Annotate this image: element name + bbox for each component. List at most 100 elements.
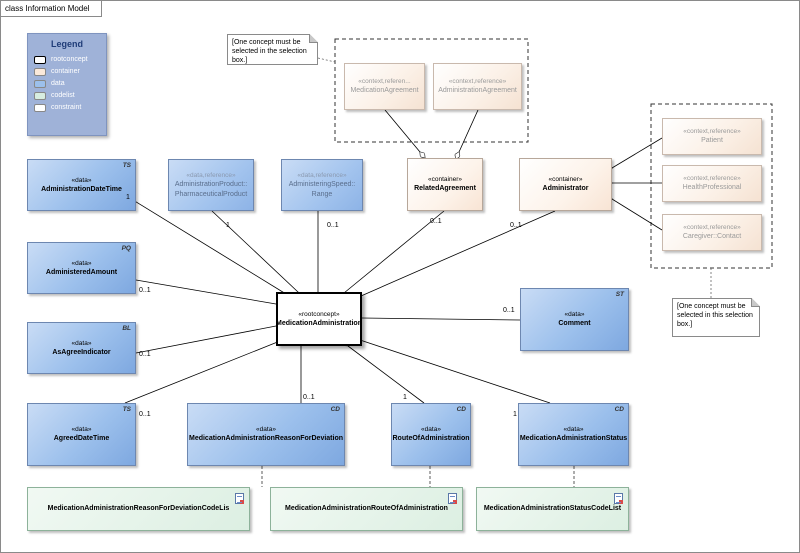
class-administration-product[interactable]: «data,reference» AdministrationProduct::… <box>168 159 254 211</box>
stereotype: «data» <box>71 176 92 184</box>
link-administration-agreement <box>459 109 479 152</box>
codelist-administration-status[interactable]: MedicationAdministrationStatusCodeList <box>476 487 629 531</box>
legend-item-constraint: constraint <box>34 102 106 113</box>
class-name: HealthProfessional <box>682 184 742 191</box>
codelist-name: MedicationAdministrationReasonForDeviati… <box>47 505 230 512</box>
class-name: MedicationAgreement <box>350 87 419 94</box>
link-administration-status <box>352 336 551 404</box>
class-administered-amount[interactable]: PQ «data» AdministeredAmount <box>27 242 136 294</box>
legend-swatch-data <box>34 79 46 88</box>
stereotype: «context,referen... <box>358 78 411 85</box>
codelist-name: MedicationAdministrationStatusCodeList <box>483 505 622 512</box>
mult-administering-speed: 0..1 <box>327 222 339 229</box>
link-related-agreement <box>337 210 445 299</box>
class-name: RelatedAgreement <box>414 185 476 192</box>
mult-administration-product: 1 <box>226 222 230 229</box>
mult-agreed-date-time: 0..1 <box>139 411 151 418</box>
stereotype: «context,reference» <box>683 175 741 182</box>
link-caregiver <box>612 199 663 231</box>
class-name: AdministrationDateTime <box>41 185 122 193</box>
link-patient <box>612 137 663 168</box>
class-administering-speed[interactable]: «data,reference» AdministeringSpeed:: Ra… <box>281 159 363 211</box>
stereotype: «context,reference» <box>683 128 741 135</box>
class-name: RouteOfAdministration <box>392 435 470 442</box>
class-reason-for-deviation[interactable]: CD «data» MedicationAdministrationReason… <box>187 403 345 466</box>
class-name: Comment <box>558 320 591 327</box>
datatype-tag: BL <box>122 325 131 332</box>
codelist-reason-for-deviation[interactable]: MedicationAdministrationReasonForDeviati… <box>27 487 250 531</box>
administrator-selection-box <box>650 103 773 269</box>
stereotype: «data,reference» <box>297 171 347 179</box>
class-caregiver[interactable]: «context,reference» Caregiver::Contact <box>662 214 762 251</box>
class-health-professional[interactable]: «context,reference» HealthProfessional <box>662 165 762 202</box>
legend-item-codelist: codelist <box>34 90 106 101</box>
datatype-tag: CD <box>330 406 340 413</box>
link-medication-agreement <box>384 109 420 152</box>
class-name: AdministeringSpeed:: Range <box>288 180 356 198</box>
legend-swatch-constraint <box>34 103 46 112</box>
stereotype: «data» <box>564 311 585 318</box>
class-administration-agreement[interactable]: «context,reference» AdministrationAgreem… <box>433 63 522 110</box>
link-as-agree-indicator <box>135 322 284 354</box>
stereotype: «container» <box>548 176 583 183</box>
stereotype: «context,reference» <box>448 78 507 85</box>
class-agreed-date-time[interactable]: TS «data» AgreedDateTime <box>27 403 136 466</box>
legend-item-data: data <box>34 78 106 89</box>
link-route-of-administration <box>341 341 425 404</box>
mult-comment: 0..1 <box>503 307 515 314</box>
link-administration-date-time <box>119 191 293 299</box>
agreement-selection-note: [One concept must be selected in the sel… <box>227 34 318 65</box>
stereotype: «data» <box>563 426 584 433</box>
mult-administered-amount: 0..1 <box>139 287 151 294</box>
stereotype: «rootconcept» <box>298 310 340 318</box>
mult-related-agreement: 0..1 <box>430 218 442 225</box>
legend-item-rootconcept: rootconcept <box>34 54 106 65</box>
stereotype: «data» <box>71 426 92 433</box>
class-name: Administrator <box>542 185 589 192</box>
class-name: AdministeredAmount <box>45 268 118 276</box>
mult-administrator: 0..1 <box>510 222 522 229</box>
class-name: Patient <box>701 137 723 144</box>
class-administration-status[interactable]: CD «data» MedicationAdministrationStatus <box>518 403 629 466</box>
codelist-icon <box>235 493 244 504</box>
mult-reason-for-deviation: 0..1 <box>303 394 315 401</box>
class-name: Caregiver::Contact <box>682 233 742 240</box>
class-medication-administration[interactable]: «rootconcept» MedicationAdministration <box>276 292 362 346</box>
class-name: MedicationAdministrationReasonForDeviati… <box>188 435 344 442</box>
stereotype: «data,reference» <box>186 171 236 179</box>
class-administration-date-time[interactable]: TS «data» AdministrationDateTime <box>27 159 136 211</box>
class-administrator[interactable]: «container» Administrator <box>519 158 612 211</box>
legend: Legend rootconcept container data codeli… <box>27 33 107 136</box>
diagram-title: class Information Model <box>1 1 102 17</box>
agreement-note-link <box>317 57 336 63</box>
class-as-agree-indicator[interactable]: BL «data» AsAgreeIndicator <box>27 322 136 374</box>
codelist-icon <box>614 493 623 504</box>
class-patient[interactable]: «context,reference» Patient <box>662 118 762 155</box>
legend-swatch-codelist <box>34 91 46 100</box>
class-name: MedicationAdministrationStatus <box>519 435 628 442</box>
class-medication-agreement[interactable]: «context,referen... MedicationAgreement <box>344 63 425 110</box>
codelist-route-of-administration[interactable]: MedicationAdministrationRouteOfAdministr… <box>270 487 463 531</box>
legend-title: Legend <box>50 39 83 49</box>
stereotype: «data» <box>71 259 92 267</box>
link-administrator <box>353 210 556 301</box>
link-administration-product <box>211 210 304 298</box>
stereotype: «context,reference» <box>683 224 741 231</box>
stereotype: «data» <box>71 339 92 347</box>
codelist-name: MedicationAdministrationRouteOfAdministr… <box>285 505 448 512</box>
datatype-tag: TS <box>122 406 131 413</box>
class-name: MedicationAdministration <box>276 319 362 327</box>
link-administered-amount <box>135 279 284 308</box>
class-comment[interactable]: ST «data» Comment <box>520 288 629 351</box>
class-related-agreement[interactable]: «container» RelatedAgreement <box>407 158 483 211</box>
link-comment <box>353 315 521 321</box>
class-route-of-administration[interactable]: CD «data» RouteOfAdministration <box>391 403 471 466</box>
datatype-tag: CD <box>614 406 624 413</box>
administrator-selection-note: [One concept must be selected in this se… <box>672 298 760 337</box>
agreement-selection-box <box>334 38 529 143</box>
mult-route-of-administration: 1 <box>403 394 407 401</box>
datatype-tag: CD <box>456 406 466 413</box>
codelist-icon <box>448 493 457 504</box>
class-name: AdministrationProduct:: PharmaceuticalPr… <box>174 180 248 198</box>
